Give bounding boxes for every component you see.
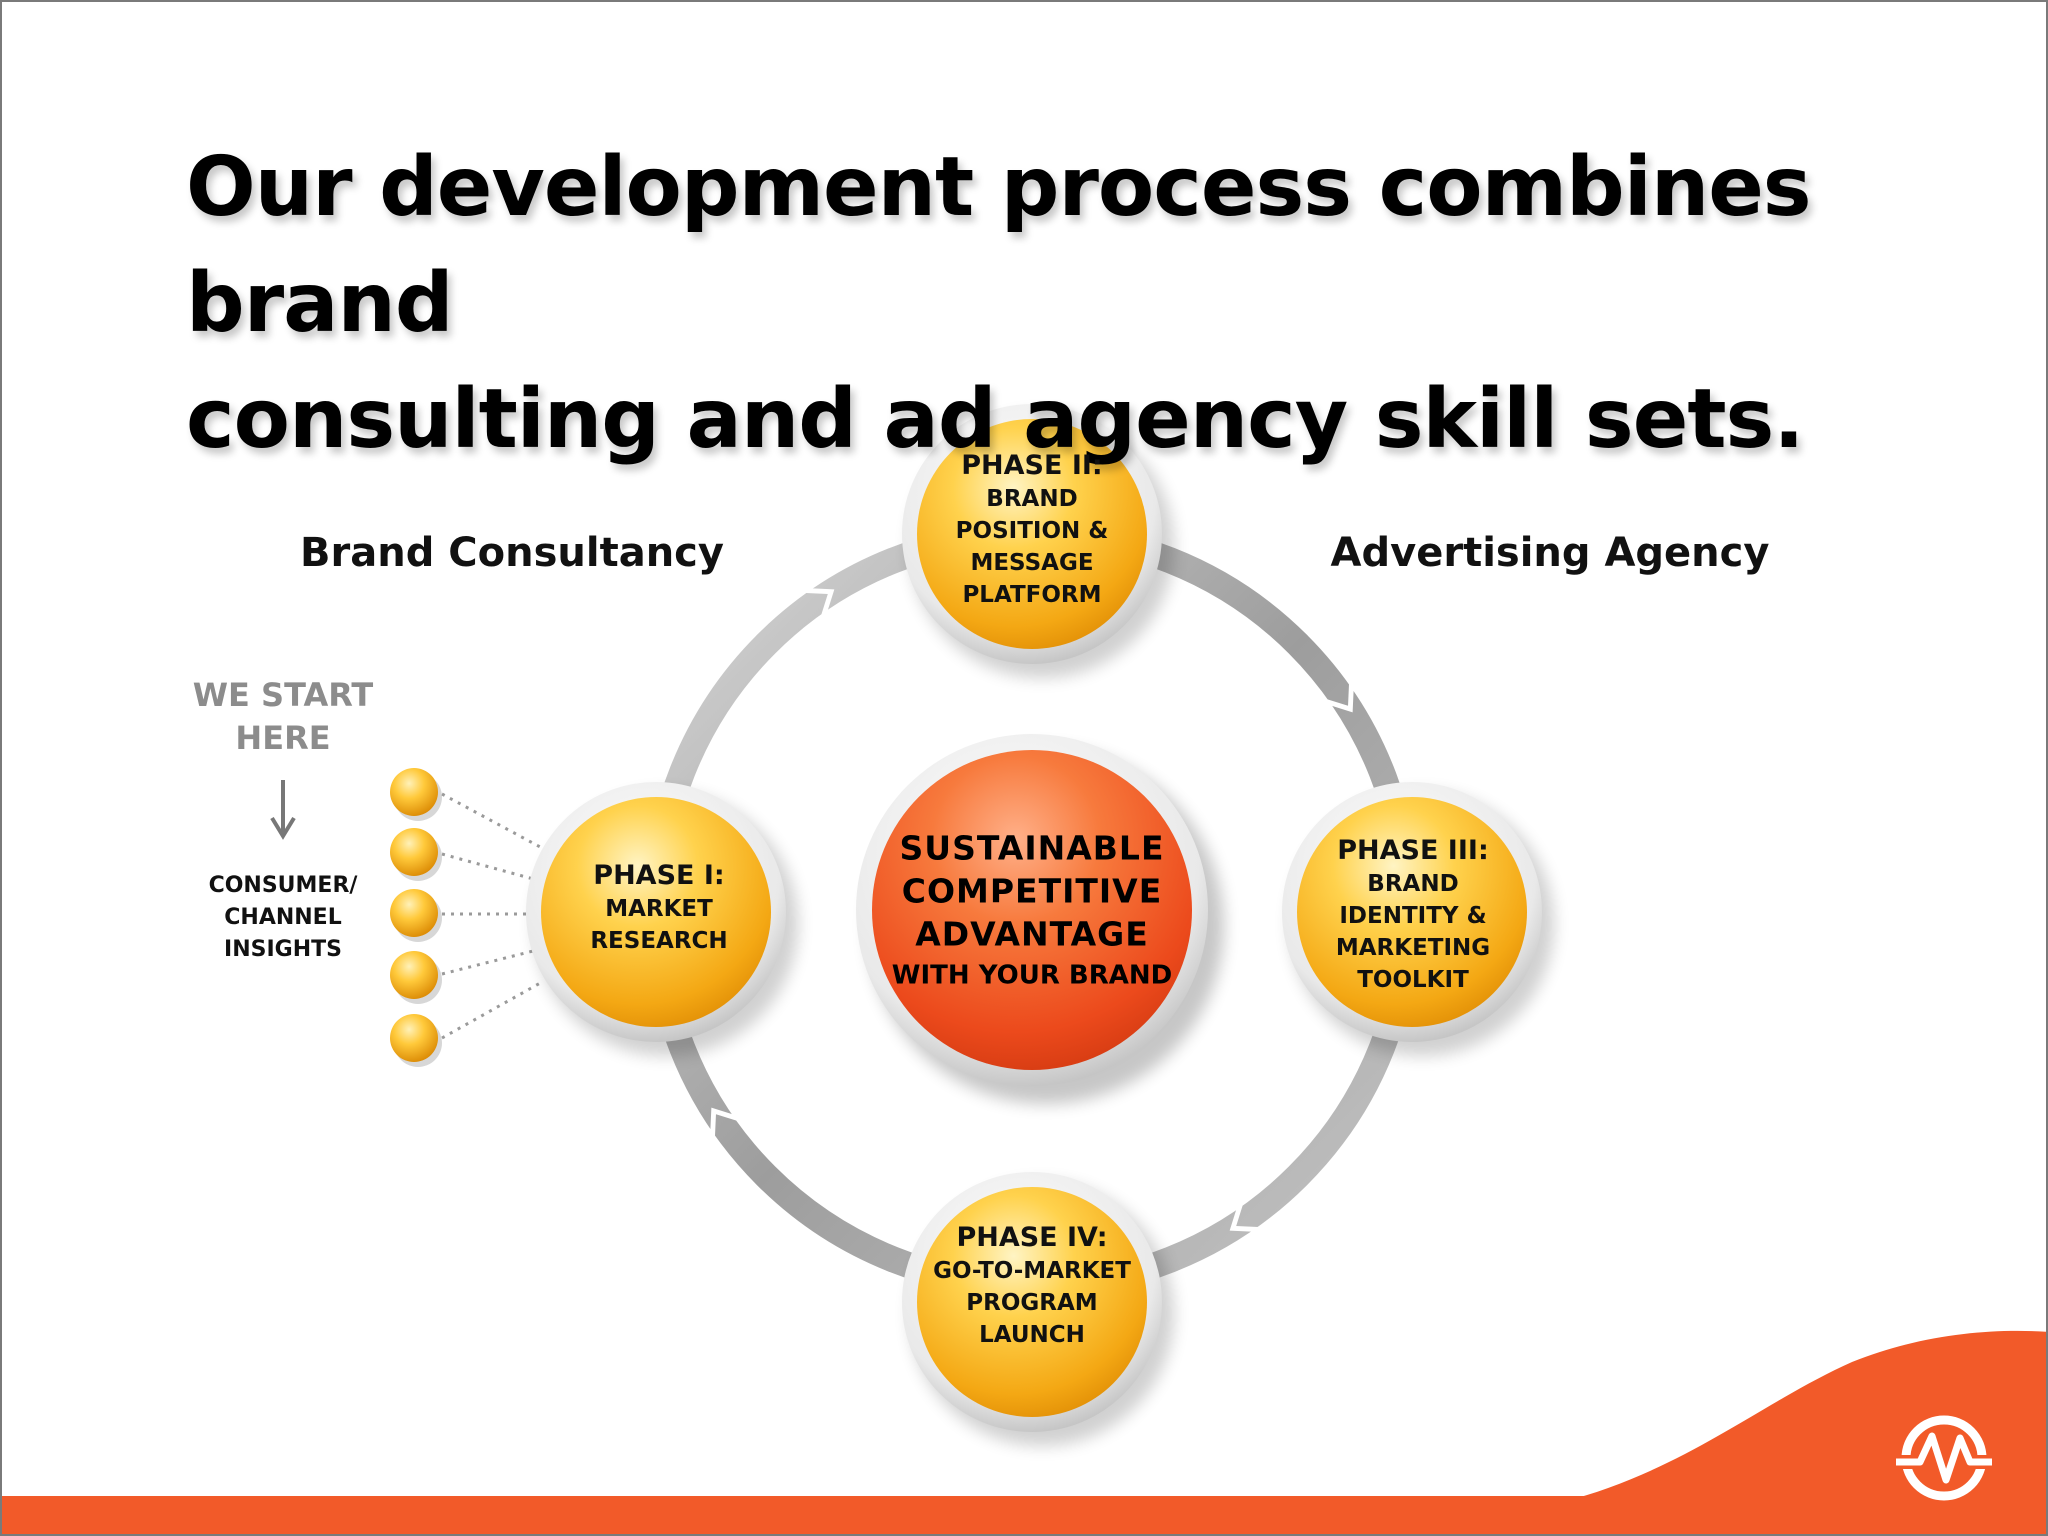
phase-2-line: BRAND [986, 486, 1078, 512]
center-orb [856, 734, 1224, 1104]
down-arrow-icon [270, 780, 296, 840]
footer-swoosh [1562, 1330, 2046, 1534]
phase-4-title: PHASE IV: [956, 1222, 1108, 1253]
phase-3-line: MARKETING [1335, 935, 1491, 961]
center-line-3: ADVANTAGE [915, 914, 1149, 954]
phase-4-text: PHASE IV: GO-TO-MARKET PROGRAM LAUNCH [933, 1221, 1131, 1351]
phase-1-text: PHASE I: MARKET RESEARCH [590, 859, 727, 957]
center-line-2: COMPETITIVE [901, 871, 1163, 911]
phase-2-line: PLATFORM [962, 582, 1102, 608]
phase-4-line: LAUNCH [979, 1322, 1085, 1348]
phase-3-text: PHASE III: BRAND IDENTITY & MARKETING TO… [1336, 834, 1490, 996]
center-line-4: WITH YOUR BRAND [891, 960, 1173, 991]
phase-4-line: GO-TO-MARKET [933, 1258, 1131, 1284]
start-label-line-1: WE START [192, 676, 374, 714]
phase-2-text: PHASE II: BRAND POSITION & MESSAGE PLATF… [956, 449, 1109, 611]
phase-3-orb [1282, 782, 1554, 1056]
insights-line-1: CONSUMER/ [208, 873, 358, 898]
insight-dots [390, 768, 442, 1067]
phase-2-orb [902, 404, 1174, 678]
center-text: SUSTAINABLE COMPETITIVE ADVANTAGE WITH Y… [892, 827, 1172, 994]
ring-arrows [709, 587, 1355, 1233]
insight-dot [390, 1014, 438, 1062]
phase-3-line: IDENTITY & [1339, 903, 1487, 929]
footer-bar [2, 1496, 2046, 1534]
page-title: Our development process combines brand c… [186, 130, 1986, 478]
insights-label: CONSUMER/ CHANNEL INSIGHTS [209, 870, 358, 966]
title-line-2: consulting and ad agency skill sets. [186, 372, 1805, 467]
start-here-label: WE START HERE [193, 674, 373, 760]
insights-line-3: INSIGHTS [224, 937, 342, 962]
insight-dot [390, 768, 438, 816]
phase-2-line: MESSAGE [970, 550, 1094, 576]
phase-4-line: PROGRAM [966, 1290, 1098, 1316]
insight-dot [390, 828, 438, 876]
brand-logo-icon [1896, 1415, 1992, 1501]
phase-2-title: PHASE II: [961, 450, 1103, 481]
insight-dot [390, 951, 438, 999]
start-label-line-2: HERE [235, 719, 331, 757]
phase-1-orb [526, 782, 798, 1056]
phase-3-line: BRAND [1367, 871, 1459, 897]
advertising-agency-label: Advertising Agency [1330, 530, 1770, 576]
phase-3-title: PHASE III: [1337, 835, 1489, 866]
insight-dot [390, 889, 438, 937]
phase-4-orb [902, 1172, 1174, 1446]
insights-line-2: CHANNEL [224, 905, 342, 930]
phase-1-title: PHASE I: [593, 860, 725, 891]
insight-connectors [441, 792, 543, 1040]
phase-1-line: RESEARCH [590, 928, 728, 954]
title-line-1: Our development process combines brand [186, 140, 1812, 351]
center-line-1: SUSTAINABLE [899, 828, 1165, 868]
brand-consultancy-label: Brand Consultancy [300, 530, 724, 576]
phase-2-line: POSITION & [955, 518, 1109, 544]
phase-3-line: TOOLKIT [1357, 967, 1469, 993]
phase-1-line: MARKET [605, 896, 713, 922]
